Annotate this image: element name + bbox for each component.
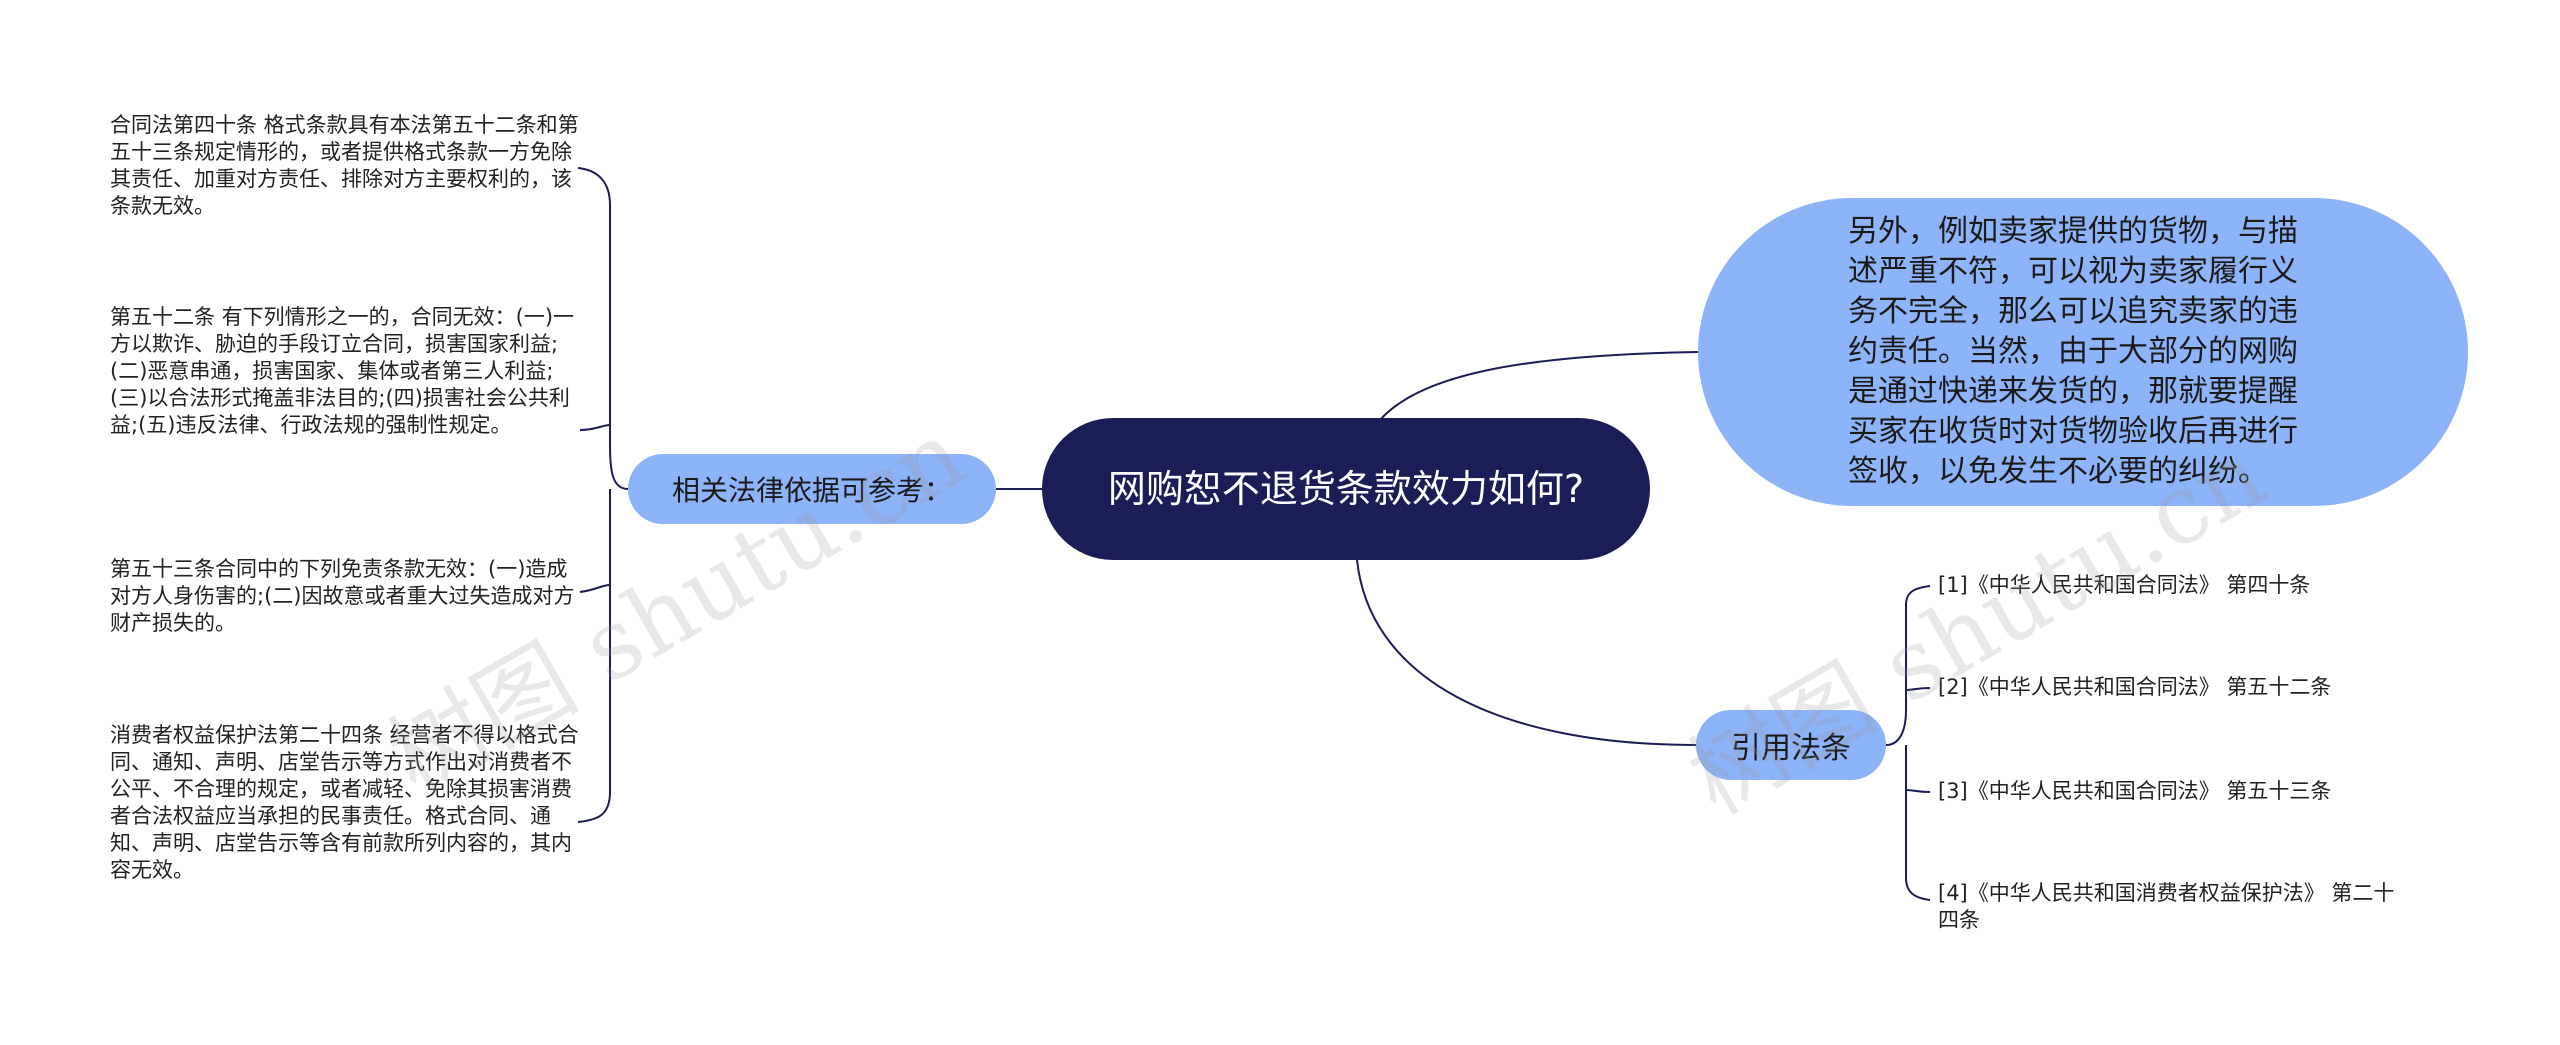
citation-item[interactable]: [4]《中华人民共和国消费者权益保护法》 第二十四条	[1938, 881, 2395, 932]
connector-left-bracket	[577, 167, 629, 823]
branch-legal-basis[interactable]: 相关法律依据可参考：	[628, 454, 996, 524]
connector-cite-mid-2	[1905, 789, 1931, 793]
connector-cite-bracket	[1885, 585, 1931, 901]
connector-left-mid-2	[579, 584, 611, 593]
citation-item[interactable]: [2]《中华人民共和国合同法》 第五十二条	[1938, 675, 2332, 699]
connector-cite-mid-1	[1905, 687, 1931, 691]
leaf-contract-law-art53[interactable]: 第五十三条合同中的下列免责条款无效：(一)造成对方人身伤害的;(二)因故意或者重…	[110, 557, 575, 635]
citation-item[interactable]: [3]《中华人民共和国合同法》 第五十三条	[1938, 779, 2332, 803]
leaf-contract-law-art52[interactable]: 第五十二条 有下列情形之一的，合同无效：(一)一方以欺诈、胁迫的手段订立合同，损…	[110, 305, 575, 437]
connector-root-to-top	[1379, 351, 1699, 421]
citation-item[interactable]: [1]《中华人民共和国合同法》 第四十条	[1938, 573, 2311, 597]
connector-left-mid-1	[579, 424, 611, 431]
connector-root-to-citations	[1356, 559, 1697, 746]
root-topic[interactable]: 网购恕不退货条款效力如何?	[1042, 418, 1650, 560]
leaf-consumer-law-art24[interactable]: 消费者权益保护法第二十四条 经营者不得以格式合同、通知、声明、店堂告示等方式作出…	[110, 723, 579, 882]
branch-cited-articles[interactable]: 引用法条	[1696, 710, 1886, 780]
leaf-contract-law-art40[interactable]: 合同法第四十条 格式条款具有本法第五十二条和第五十三条规定情形的，或者提供格式条…	[110, 113, 579, 218]
branch-seller-liability-note[interactable]: 另外，例如卖家提供的货物，与描述严重不符，可以视为卖家履行义务不完全，那么可以追…	[1698, 198, 2468, 506]
